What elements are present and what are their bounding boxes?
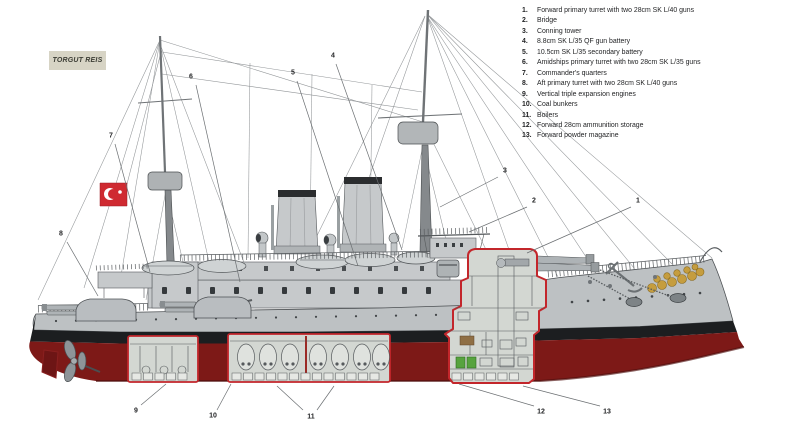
callout-number-4: 4 [331,52,335,60]
leader-line-11 [316,385,335,411]
bow-details [587,247,723,307]
leader-line-11 [276,385,304,411]
legend-item-number: 7. [522,69,528,77]
legend-item: 10. Coal bunkers [522,100,802,110]
legend-item-text: Vertical triple expansion engines [537,90,636,98]
boiler-room-cutaway [227,333,391,383]
callout-number-5: 5 [291,69,295,77]
legend-item-number: 12. [522,121,532,129]
powder-magazine-boxes [455,356,466,369]
legend-item-number: 8. [522,80,528,88]
legend-item-number: 13. [522,132,532,140]
leader-line-8 [66,241,99,297]
keel-shadow [96,346,745,382]
legend-item-text: 8.8cm SK L/35 QF gun battery [537,38,631,46]
legend-item: 3. Conning tower [522,27,802,37]
legend-item: 1. Forward primary turret with two 28cm S… [522,6,802,16]
legend-item-text: Bridge [537,17,557,25]
aft-funnel [275,195,319,253]
legend-item: 7. Commander's quarters [522,69,802,79]
callout-number-13: 13 [603,408,611,416]
legend-item-number: 6. [522,59,528,67]
legend-item-text: Commander's quarters [537,69,607,77]
legend-item-text: Boilers [537,111,559,119]
callout-number-2: 2 [532,197,536,205]
callout-number-8: 8 [59,230,63,238]
legend-item-number: 3. [522,27,528,35]
legend-item-number: 4. [522,38,528,46]
legend-item: 8. Aft primary turret with two 28cm SK L/… [522,79,802,89]
conning-tower [436,259,460,278]
legend-item-number: 10. [522,101,532,109]
leader-line-1 [526,206,632,254]
callout-number-6: 6 [189,73,193,81]
ventilator-cowls [255,231,400,258]
leader-line-13 [522,385,601,407]
leader-line-4 [335,63,403,251]
aft-fighting-top [147,171,183,191]
funnels [271,177,387,255]
leader-line-3 [439,176,499,208]
amidships-primary-turret [159,296,252,319]
ship-name-label: TORGUT REIS [49,51,106,70]
legend-item-text: Coal bunkers [537,101,578,109]
leader-line-12 [458,383,535,407]
fore-fighting-top [397,121,439,145]
legend-item-text: Forward 28cm ammunition storage [537,121,644,129]
legend-item-number: 1. [522,7,528,14]
callout-number-10: 10 [209,412,217,420]
legend-item-text: Conning tower [537,27,582,35]
legend: 1. Forward primary turret with two 28cm S… [522,6,802,142]
waterline-stripe [30,314,737,344]
legend-item-text: Aft primary turret with two 28cm SK L/40… [537,80,678,88]
shell-racks [459,335,475,346]
cutaway-decks [450,255,544,370]
legend-item: 11. Boilers [522,111,802,121]
callout-number-3: 3 [503,167,507,175]
fore-mast [377,9,463,253]
callout-number-9: 9 [134,407,138,415]
callout-leader-lines [66,63,632,411]
hawse-opening [625,297,643,307]
callout-number-7: 7 [109,132,113,140]
legend-item-text: Forward primary turret with two 28cm SK … [537,7,695,14]
anchor-icon [605,261,643,293]
fore-funnel [341,182,385,251]
legend-item-text: Amidships primary turret with two 28cm S… [537,59,701,67]
forward-cutaway [444,248,547,384]
legend-item-text: Forward powder magazine [537,132,619,140]
legend-item-number: 2. [522,17,528,25]
legend-item: 5. 10.5cm SK L/35 secondary battery [522,48,802,58]
aft-primary-turret [41,298,137,322]
callout-number-11: 11 [307,413,315,421]
legend-item: 2. Bridge [522,16,802,26]
legend-item-number: 9. [522,90,528,98]
turkish-flag-icon [99,182,128,207]
leader-line-5 [296,80,359,267]
leader-line-6 [195,84,241,283]
legend-item: 9. Vertical triple expansion engines [522,90,802,100]
leader-line-7 [114,143,151,273]
propeller [41,340,101,382]
gold-scrollwork [647,263,705,293]
legend-item: 6. Amidships primary turret with two 28cm… [522,58,802,68]
legend-item: 4. 8.8cm SK L/35 QF gun battery [522,37,802,47]
legend-item-number: 11. [522,111,532,119]
legend-item: 13. Forward powder magazine [522,131,802,141]
leader-line-2 [468,206,528,233]
commanders-quarters [97,271,153,289]
legend-item: 12. Forward 28cm ammunition storage [522,121,802,131]
leader-line-10 [216,383,232,411]
forward-turret-guns [536,254,600,273]
callout-number-12: 12 [537,408,545,416]
leader-line-9 [140,383,167,406]
rudder [41,349,59,379]
callout-number-1: 1 [636,197,640,205]
legend-item-text: 10.5cm SK L/35 secondary battery [537,48,643,56]
engine-room-cutaway [127,335,199,383]
anchor-davit [699,247,723,263]
legend-item-number: 5. [522,48,528,56]
